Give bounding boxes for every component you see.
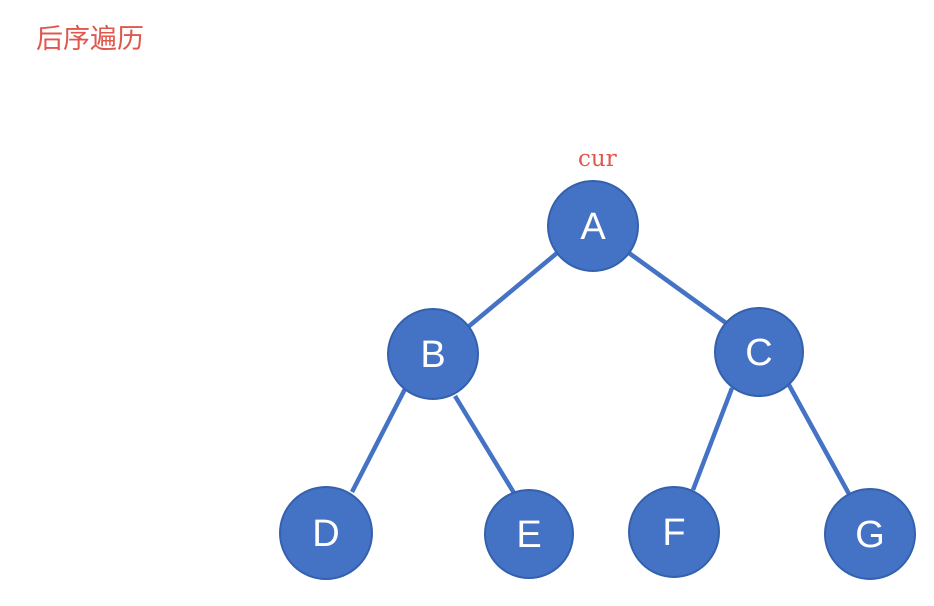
node-label-b: B — [420, 334, 445, 376]
tree-edge-b-e — [453, 394, 516, 495]
tree-edge-a-c — [627, 251, 728, 325]
node-circle-e[interactable] — [484, 489, 574, 579]
node-label-d: D — [312, 513, 339, 555]
node-label-c: C — [745, 332, 772, 374]
tree-node-b[interactable]: B — [387, 308, 479, 400]
tree-node-d[interactable]: D — [279, 486, 373, 580]
tree-edges — [349, 251, 851, 496]
tree-node-e[interactable]: E — [484, 489, 574, 579]
tree-node-c[interactable]: C — [714, 307, 804, 397]
node-label-e: E — [516, 514, 541, 556]
pointer-label-cur: cur — [578, 146, 617, 172]
tree-node-f[interactable]: F — [628, 486, 720, 578]
node-circle-d[interactable] — [279, 486, 373, 580]
tree-edge-c-g — [787, 383, 851, 496]
tree-edge-b-d — [349, 387, 408, 494]
node-label-f: F — [662, 512, 685, 554]
node-label-a: A — [580, 206, 606, 248]
tree-edge-c-f — [690, 387, 735, 491]
tree-nodes: A B C D E F G — [279, 180, 916, 580]
node-circle-f[interactable] — [628, 486, 720, 578]
node-circle-b[interactable] — [387, 308, 479, 400]
node-label-g: G — [855, 514, 885, 556]
node-circle-a[interactable] — [547, 180, 639, 272]
tree-node-g[interactable]: G — [824, 488, 916, 580]
tree-edge-a-b — [466, 251, 559, 329]
tree-node-a[interactable]: A — [547, 180, 639, 272]
page-title: 后序遍历 — [36, 24, 144, 55]
node-circle-c[interactable] — [714, 307, 804, 397]
node-circle-g[interactable] — [824, 488, 916, 580]
